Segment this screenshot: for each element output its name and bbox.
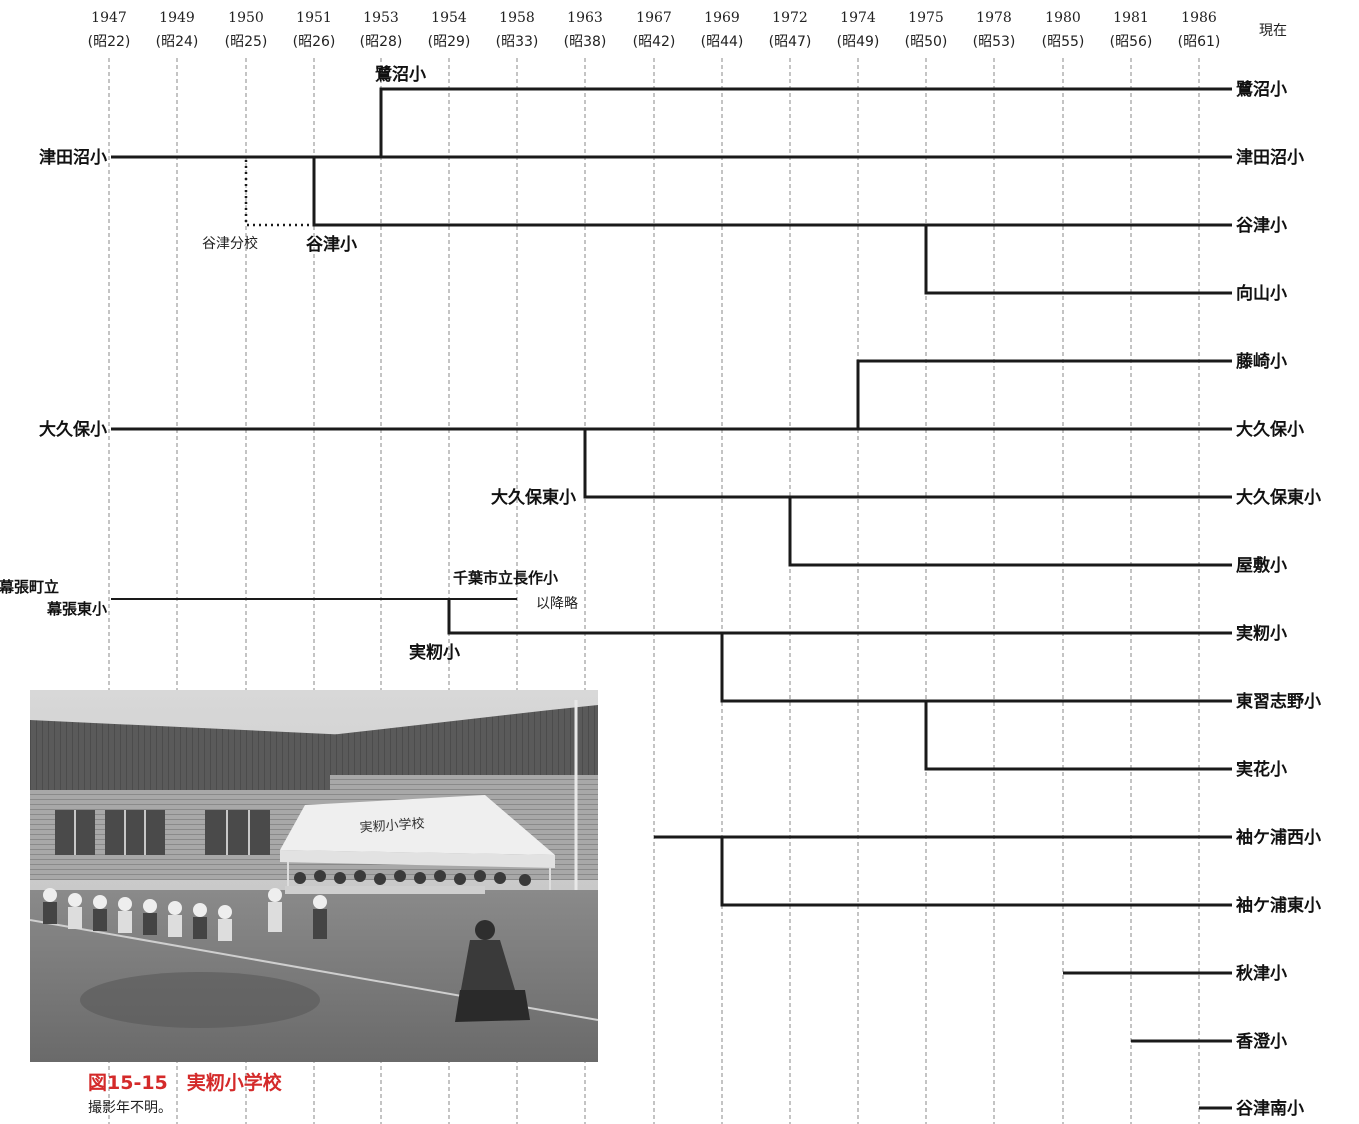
era-1969: (昭44)	[701, 34, 744, 50]
era-1951: (昭26)	[293, 34, 336, 50]
label-yatsu-origin: 谷津小	[306, 234, 357, 255]
label-yashiki: 屋敷小	[1236, 555, 1287, 576]
year-1986: 1986	[1181, 10, 1217, 26]
label-saginuma-origin: 鷺沼小	[375, 64, 426, 85]
label-okubo: 大久保小	[1236, 419, 1304, 440]
label-tsudanuma: 津田沼小	[1236, 147, 1304, 168]
label-omitted: 以降略	[536, 596, 578, 612]
line-yatsu	[312, 157, 1232, 227]
tent-banner-text: 実籾小学校	[359, 815, 425, 835]
year-1981: 1981	[1113, 10, 1149, 26]
year-1954: 1954	[431, 10, 467, 26]
era-1950: (昭25)	[225, 34, 268, 50]
label-yatsu: 谷津小	[1236, 215, 1287, 236]
era-1974: (昭49)	[837, 34, 880, 50]
left-labels: 津田沼小 大久保小 幕張町立 幕張東小	[0, 147, 107, 618]
photo-caption-title: 図15-15 実籾小学校	[88, 1072, 282, 1094]
label-okubo-higashi-origin: 大久保東小	[491, 487, 576, 508]
year-1947: 1947	[91, 10, 127, 26]
line-mibana	[924, 701, 1232, 771]
era-1980: (昭55)	[1042, 34, 1085, 50]
era-1953: (昭28)	[360, 34, 403, 50]
label-tsudanuma-left: 津田沼小	[39, 147, 107, 168]
lineage-lines	[111, 87, 1232, 1110]
year-1953: 1953	[363, 10, 399, 26]
year-1974: 1974	[840, 10, 876, 26]
era-1981: (昭56)	[1110, 34, 1153, 50]
label-sodegaura-nishi: 袖ケ浦西小	[1236, 827, 1321, 848]
line-yashiki	[788, 497, 1232, 567]
label-okubo-left: 大久保小	[39, 419, 107, 440]
year-header: 1947 1949 1950 1951 1953 1954 1958 1963 …	[91, 10, 1287, 39]
year-1972: 1972	[772, 10, 808, 26]
line-higashinarashino	[720, 633, 1232, 703]
label-mimomi: 実籾小	[1236, 623, 1287, 644]
era-1958: (昭33)	[496, 34, 539, 50]
label-sodegaura-higashi: 袖ケ浦東小	[1236, 895, 1321, 916]
label-makuhari-higashi: 幕張東小	[46, 600, 107, 618]
school-photo: 実籾小学校	[30, 690, 598, 1062]
label-mukaiyama: 向山小	[1236, 283, 1287, 304]
label-kasumi: 香澄小	[1236, 1031, 1287, 1052]
year-1963: 1963	[567, 10, 603, 26]
photo-caption-note: 撮影年不明。	[88, 1100, 172, 1116]
label-makuhari-town: 幕張町立	[0, 578, 59, 596]
era-header: (昭22) (昭24) (昭25) (昭26) (昭28) (昭29) (昭33…	[88, 34, 1221, 50]
era-1967: (昭42)	[633, 34, 676, 50]
era-1972: (昭47)	[769, 34, 812, 50]
year-1975: 1975	[908, 10, 944, 26]
year-1969: 1969	[704, 10, 740, 26]
right-labels: 鷺沼小 津田沼小 谷津小 向山小 藤崎小 大久保小 大久保東小 屋敷小 実籾小 …	[1236, 79, 1321, 1119]
year-1980: 1980	[1045, 10, 1081, 26]
line-okubo-higashi	[583, 429, 1232, 499]
line-fujisaki	[856, 359, 1232, 429]
line-mimomi	[447, 599, 1232, 635]
era-1963: (昭38)	[564, 34, 607, 50]
line-mukaiyama	[924, 225, 1232, 295]
label-okubo-higashi: 大久保東小	[1236, 487, 1321, 508]
year-1950: 1950	[228, 10, 264, 26]
line-yatsu-branch-school	[244, 160, 312, 227]
label-chiba-nagasaku: 千葉市立長作小	[453, 569, 558, 587]
label-akitsu: 秋津小	[1236, 963, 1287, 984]
label-fujisaki: 藤崎小	[1236, 351, 1287, 372]
year-1949: 1949	[159, 10, 195, 26]
line-saginuma	[379, 87, 1232, 157]
line-sodegaura-higashi	[720, 837, 1232, 907]
present-label: 現在	[1259, 23, 1287, 39]
era-1947: (昭22)	[88, 34, 131, 50]
year-gridlines	[108, 58, 1200, 1124]
era-1986: (昭61)	[1178, 34, 1221, 50]
year-1967: 1967	[636, 10, 672, 26]
year-1951: 1951	[296, 10, 332, 26]
year-1958: 1958	[499, 10, 535, 26]
label-mimomi-origin: 実籾小	[409, 642, 460, 663]
era-1949: (昭24)	[156, 34, 199, 50]
label-yatsu-minami: 谷津南小	[1236, 1098, 1304, 1119]
inner-labels: 鷺沼小 谷津分校 谷津小 大久保東小 千葉市立長作小 以降略 実籾小	[202, 64, 578, 663]
label-mibana: 実花小	[1236, 759, 1287, 780]
year-1978: 1978	[976, 10, 1012, 26]
label-saginuma: 鷺沼小	[1236, 79, 1287, 100]
label-yatsu-branch: 谷津分校	[202, 235, 258, 252]
label-higashinarashino: 東習志野小	[1236, 691, 1321, 712]
era-1954: (昭29)	[428, 34, 471, 50]
era-1978: (昭53)	[973, 34, 1016, 50]
era-1975: (昭50)	[905, 34, 948, 50]
